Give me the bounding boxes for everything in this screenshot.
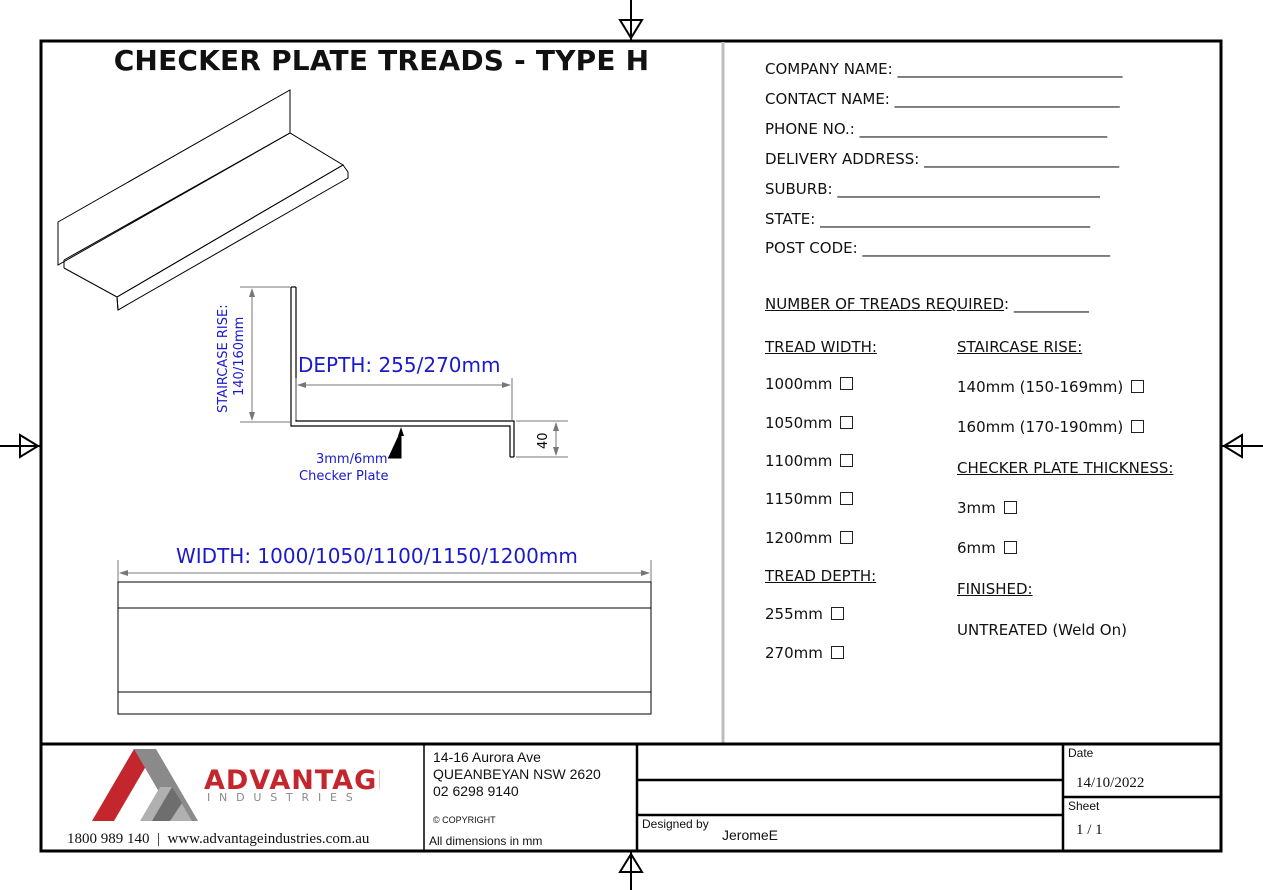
checkbox[interactable] [830, 646, 844, 659]
isometric-view [57, 89, 349, 311]
tread-width-option[interactable]: 1050mm [765, 414, 854, 432]
designed-by: JeromeE [722, 827, 779, 843]
checkbox[interactable] [1131, 420, 1145, 433]
phone-field[interactable]: PHONE NO.: _____________________________… [765, 120, 1108, 138]
logo-subtitle: INDUSTRIES [207, 791, 362, 804]
state-field[interactable]: STATE: _________________________________… [765, 210, 1091, 228]
staircase-rise-heading: STAIRCASE RISE: [957, 338, 1083, 356]
centering-mark-left [0, 433, 41, 459]
plate-label-2: Checker Plate [299, 469, 389, 484]
staircase-rise-option[interactable]: 160mm (170-190mm) [957, 418, 1145, 436]
delivery-address-field[interactable]: DELIVERY ADDRESS: ______________________… [765, 150, 1120, 168]
profile-view [290, 286, 515, 458]
treads-required-field[interactable]: NUMBER OF TREADS REQUIRED: __________ [765, 295, 1089, 313]
page-title: CHECKER PLATE TREADS - TYPE H [113, 44, 650, 77]
company-name-field[interactable]: COMPANY NAME: __________________________… [765, 60, 1123, 78]
checkbox[interactable] [840, 454, 854, 467]
rise-dimension [240, 286, 290, 423]
checkbox[interactable] [1131, 380, 1145, 393]
thickness-option[interactable]: 3mm [957, 499, 1017, 517]
company-contact: 1800 989 140 | www.advantageindustries.c… [67, 831, 370, 847]
rise-label: STAIRCASE RISE: [216, 304, 231, 413]
depth-label: DEPTH: 255/270mm [298, 353, 501, 377]
checkbox[interactable] [840, 377, 854, 390]
copyright: © COPYRIGHT [433, 815, 496, 825]
tread-width-option[interactable]: 1150mm [765, 490, 854, 508]
date-value: 14/10/2022 [1076, 775, 1145, 791]
tread-width-option[interactable]: 1000mm [765, 375, 854, 393]
sheet-value: 1 / 1 [1076, 822, 1103, 838]
suburb-field[interactable]: SUBURB: ________________________________… [765, 180, 1100, 198]
plan-view [117, 581, 652, 715]
contact-name-field[interactable]: CONTACT NAME: __________________________… [765, 90, 1120, 108]
tread-depth-heading: TREAD DEPTH: [765, 567, 877, 585]
plate-leader [388, 427, 404, 459]
tread-width-heading: TREAD WIDTH: [765, 338, 877, 356]
centering-mark-right [1221, 433, 1263, 459]
thickness-option[interactable]: 6mm [957, 539, 1017, 557]
lip-dimension [516, 420, 568, 458]
finished-heading: FINISHED: [957, 580, 1033, 598]
checkbox[interactable] [830, 607, 844, 620]
depth-dimension [295, 378, 513, 420]
centering-mark-bottom [618, 851, 644, 890]
tread-depth-option[interactable]: 270mm [765, 644, 844, 662]
checkbox[interactable] [840, 416, 854, 429]
width-dimension [117, 560, 652, 582]
width-label: WIDTH: 1000/1050/1100/1150/1200mm [176, 544, 578, 568]
finished-value: UNTREATED (Weld On) [957, 621, 1127, 639]
lip-value: 40 [536, 432, 551, 449]
tread-width-option[interactable]: 1200mm [765, 529, 854, 547]
tread-width-option[interactable]: 1100mm [765, 452, 854, 470]
sheet-label: Sheet [1068, 799, 1100, 813]
rise-value: 140/160mm [232, 317, 247, 396]
company-logo: ADVANTAGE INDUSTRIES [92, 749, 380, 821]
checkbox[interactable] [840, 531, 854, 544]
address-block: 14-16 Aurora Ave QUEANBEYAN NSW 2620 02 … [433, 749, 601, 799]
tread-drawing: STAIRCASE RISE: 140/160mm DEPTH: 255/270… [57, 89, 652, 715]
dimensions-note: All dimensions in mm [429, 834, 543, 848]
logo-wordmark: ADVANTAGE [204, 765, 380, 796]
staircase-rise-option[interactable]: 140mm (150-169mm) [957, 378, 1145, 396]
plate-label-1: 3mm/6mm [316, 452, 388, 467]
logo-red-mark [92, 749, 156, 821]
checkbox[interactable] [1003, 501, 1017, 514]
date-label: Date [1068, 746, 1094, 760]
centering-mark-top [618, 0, 644, 41]
designed-by-label: Designed by [642, 817, 709, 831]
checkbox[interactable] [1003, 541, 1017, 554]
post-code-field[interactable]: POST CODE: _____________________________… [765, 239, 1110, 257]
checkbox[interactable] [840, 492, 854, 505]
tread-depth-option[interactable]: 255mm [765, 605, 844, 623]
thickness-heading: CHECKER PLATE THICKNESS: [957, 459, 1174, 477]
